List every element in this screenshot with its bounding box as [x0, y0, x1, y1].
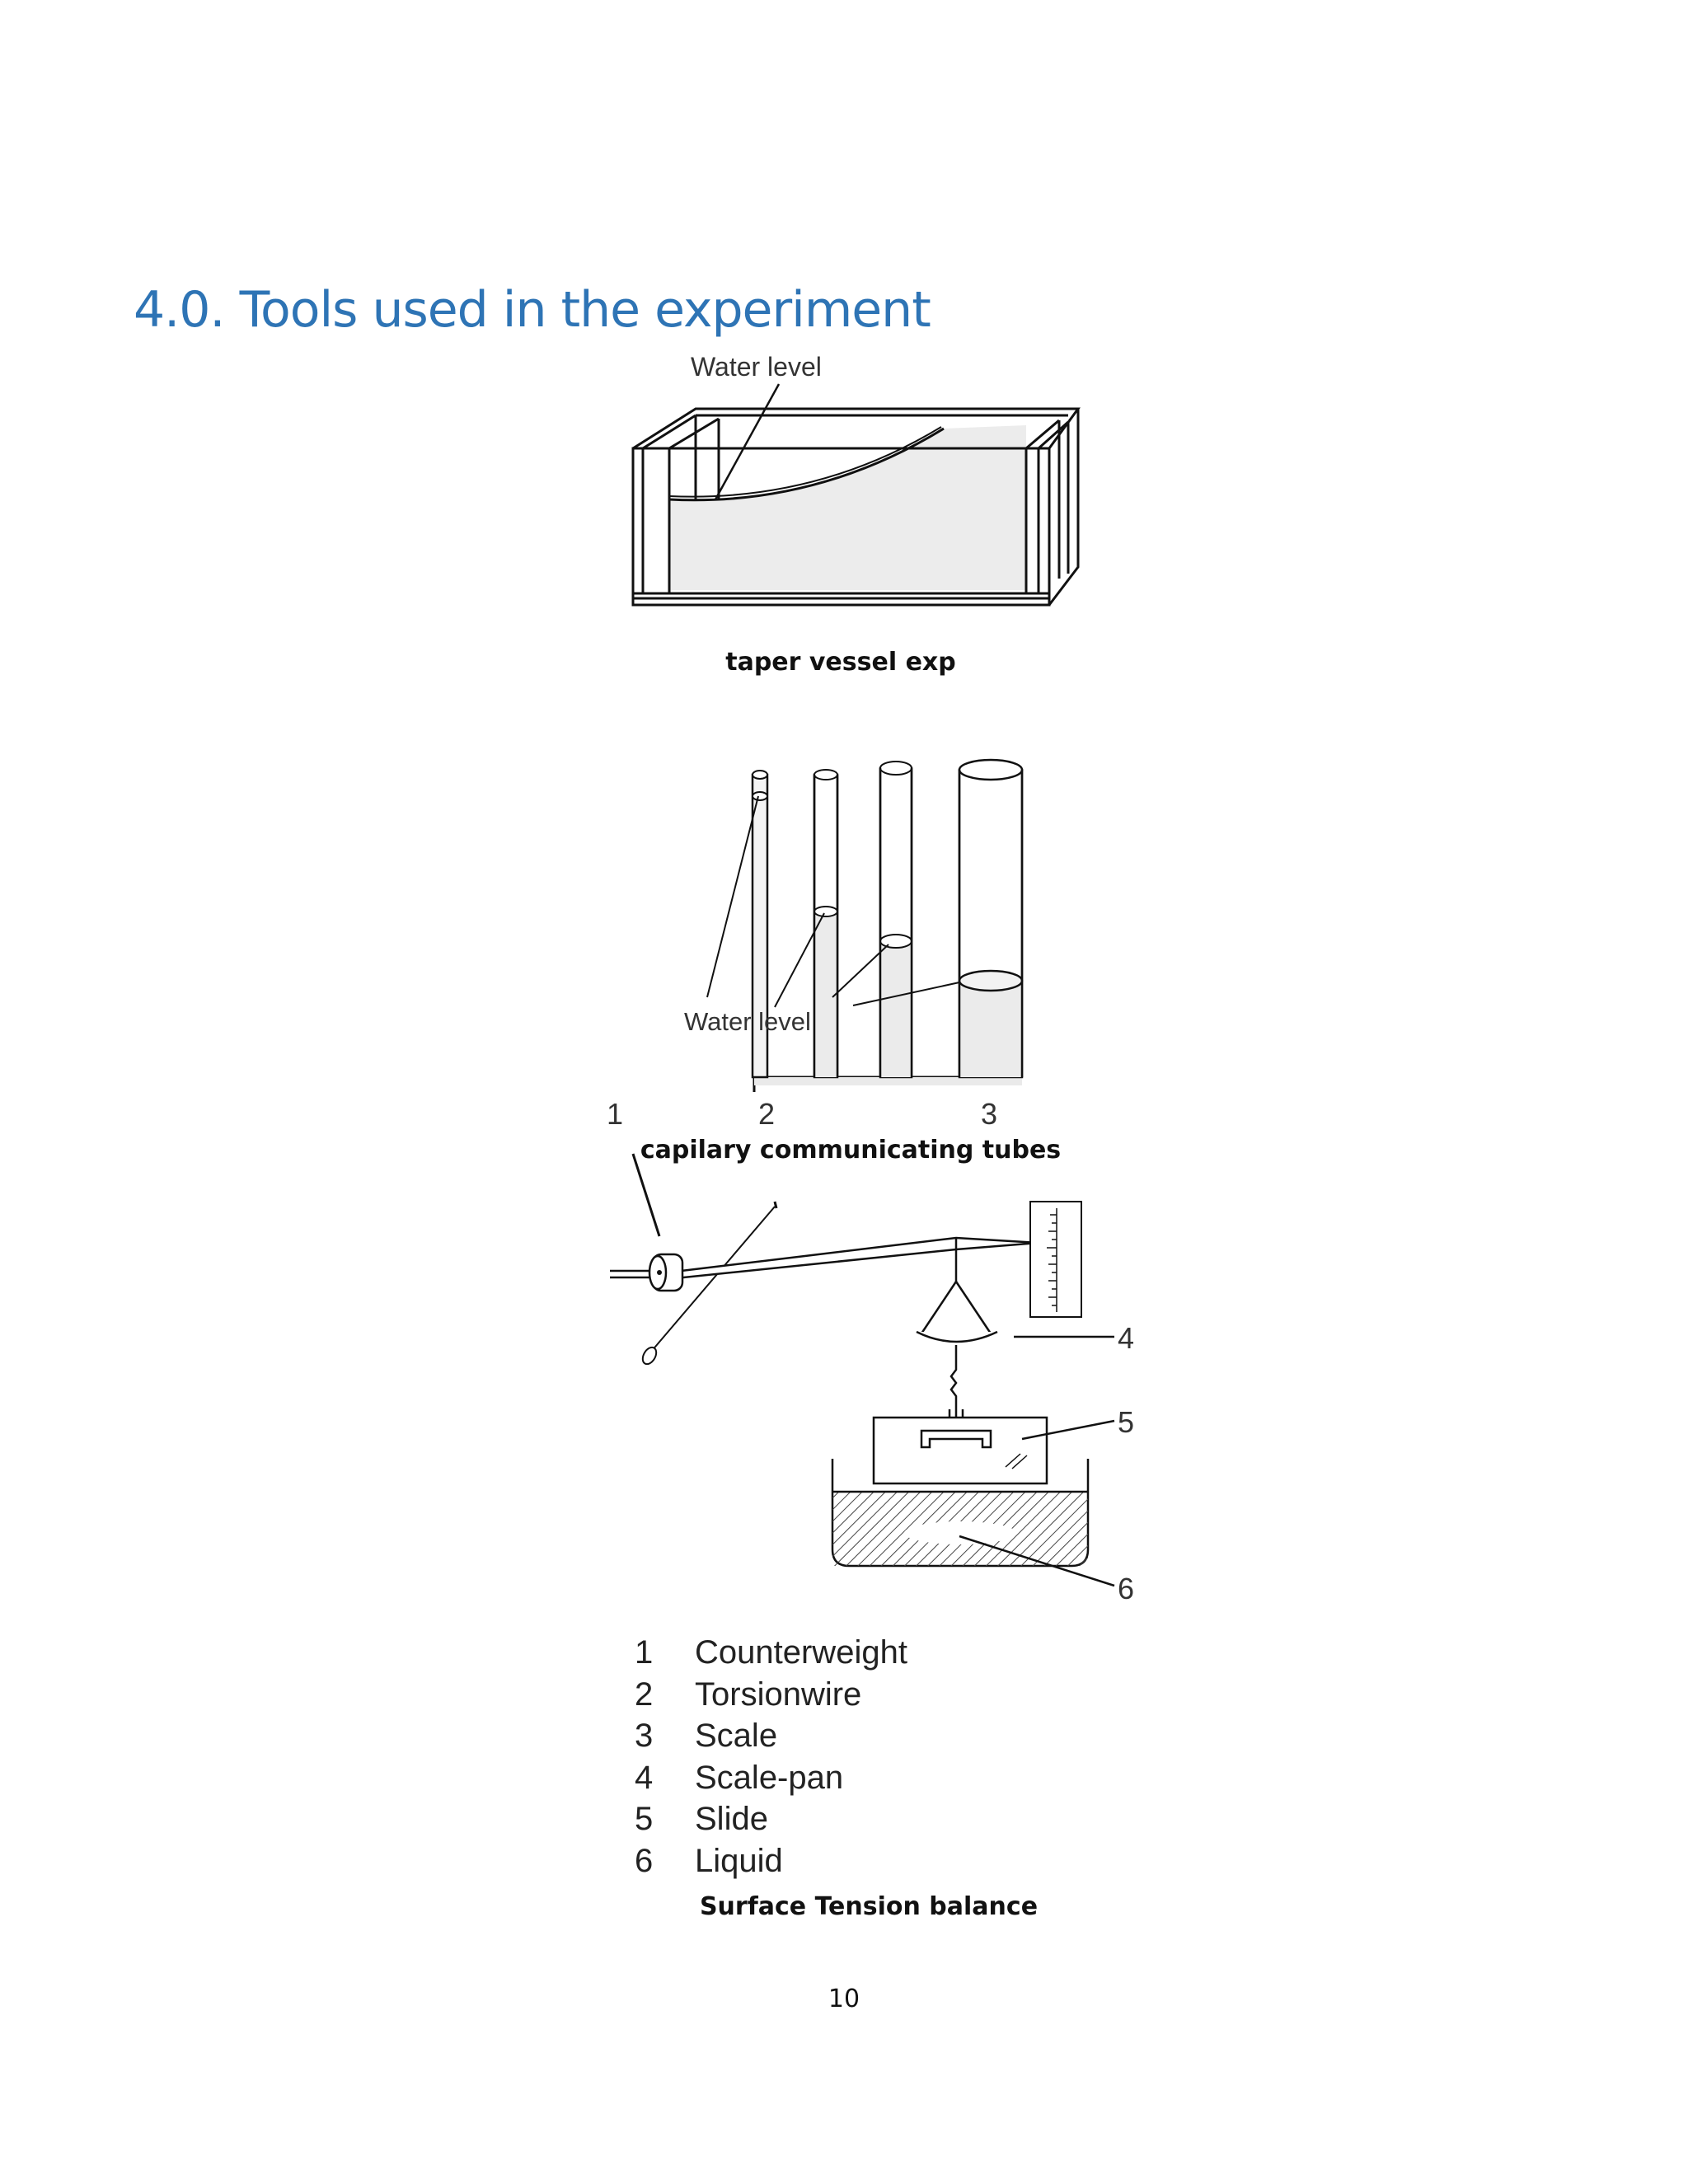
legend-item: 1 Counterweight: [635, 1632, 907, 1674]
water-fill: [669, 425, 1026, 590]
legend-item: 5 Slide: [635, 1798, 907, 1840]
balance-legend: 1 Counterweight 2 Torsionwire 3 Scale 4 Scal…: [635, 1632, 907, 1882]
legend-text: Torsionwire: [695, 1675, 862, 1713]
water-level-label: Water level: [684, 1007, 811, 1036]
vessel-outline: [631, 407, 1081, 607]
taper-vessel-diagram: Water level: [631, 352, 1081, 607]
tube-capillary-1: [751, 770, 769, 1079]
torsion-wire: [650, 1206, 776, 1352]
legend-number: 6: [635, 1842, 654, 1879]
surface-tension-balance-diagram: 4 5 6: [610, 1153, 1134, 1605]
tubes-base-fill: [754, 1077, 1022, 1085]
callout-4: 4: [1118, 1321, 1134, 1355]
liquid-vessel: [831, 1459, 1090, 1568]
section-title: 4.0. Tools used in the experiment: [134, 281, 931, 339]
tube-medium-3: [879, 761, 913, 1079]
legend-item: 3 Scale: [635, 1715, 907, 1757]
water-level-leaders: [706, 795, 960, 1008]
legend-number: 2: [635, 1675, 654, 1713]
scale-pan: [916, 1249, 998, 1418]
torsion-wire-weight: [641, 1346, 658, 1366]
capillary-tubes-diagram: Water level 1 2 3: [607, 758, 1024, 1131]
legend-item: 4 Scale-pan: [635, 1757, 907, 1799]
legend-number: 3: [635, 1718, 654, 1754]
water-surface-line: [668, 427, 945, 502]
tube-number-1: 1: [607, 1097, 623, 1131]
legend-number: 4: [635, 1759, 654, 1796]
legend-item: 2 Torsionwire: [635, 1674, 907, 1716]
tube-number-3: 3: [981, 1097, 997, 1131]
slide: [872, 1416, 1048, 1485]
tube-number-2: 2: [758, 1097, 775, 1131]
callout-5: 5: [1118, 1405, 1134, 1439]
callout-6: 6: [1118, 1572, 1134, 1605]
legend-number: 1: [635, 1634, 654, 1671]
capillary-tubes-figure: Water level 1 2 3: [593, 758, 1088, 1137]
callout-leaders: [959, 1335, 1115, 1587]
surface-tension-balance-caption: Surface Tension balance: [699, 1892, 1039, 1921]
scale: [1029, 1201, 1082, 1318]
capillary-tubes-caption: capilary communicating tubes: [640, 1136, 1062, 1165]
legend-text: Slide: [695, 1801, 768, 1837]
taper-vessel-caption: taper vessel exp: [725, 648, 956, 677]
water-level-leader: [714, 383, 781, 500]
legend-item: 6 Liquid: [635, 1840, 907, 1882]
taper-vessel-figure: Water level: [610, 346, 1104, 626]
counterweight: [648, 1253, 684, 1292]
legend-text: Liquid: [695, 1842, 783, 1879]
tube-wide-4: [958, 758, 1024, 1079]
counterweight-leader: [631, 1153, 661, 1237]
water-surface-line-inner: [668, 426, 942, 498]
legend-number: 5: [635, 1801, 654, 1837]
tube-narrow-2: [813, 769, 839, 1079]
water-level-label: Water level: [691, 352, 822, 382]
surface-tension-balance-figure: 4 5 6: [593, 1153, 1154, 1615]
legend-text: Scale: [695, 1718, 778, 1754]
legend-text: Counterweight: [695, 1634, 907, 1671]
torsion-wire-top: [773, 1201, 778, 1209]
legend-text: Scale-pan: [695, 1759, 844, 1796]
page-number: 10: [828, 1985, 860, 2013]
